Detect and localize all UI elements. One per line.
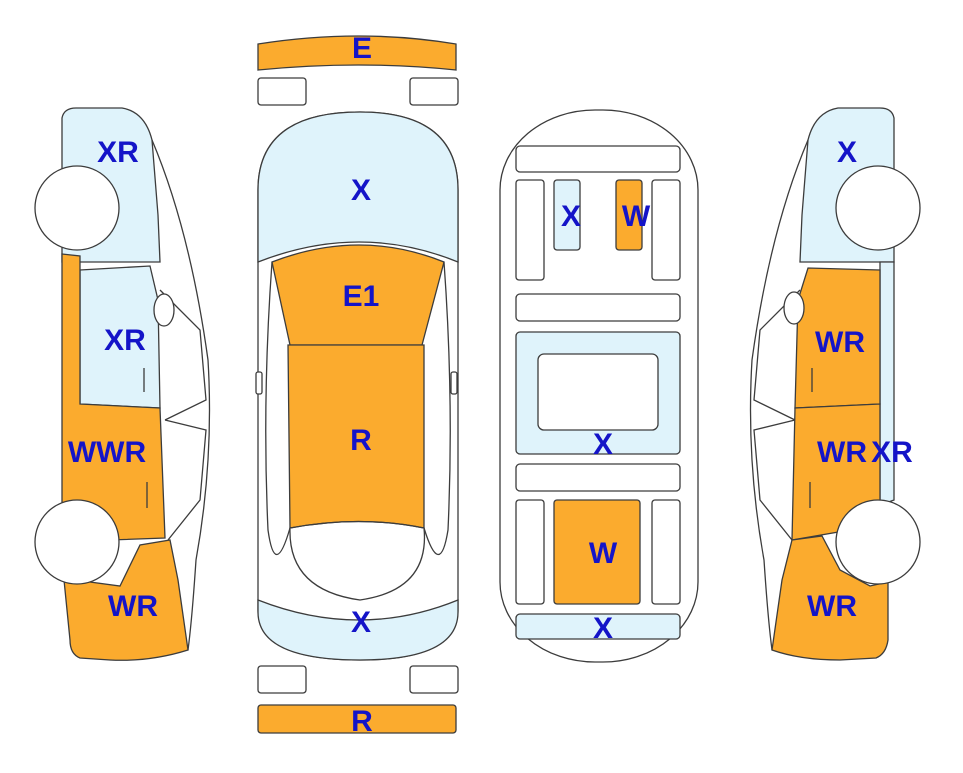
rear-window-outline — [289, 520, 426, 601]
label-cabin-left-pad: X — [561, 200, 581, 233]
cabin-right-pad[interactable] — [615, 179, 643, 251]
label-rear-bumper: R — [351, 705, 373, 738]
left-mirror — [153, 293, 175, 327]
label-left-front-door: XR — [104, 324, 146, 357]
cabin-left-pad[interactable] — [553, 179, 581, 251]
right-front-wheel — [835, 165, 921, 251]
label-right-rear-door: WR — [817, 436, 867, 469]
cabin-trunk-strip[interactable] — [515, 613, 681, 640]
cabin-console — [537, 353, 659, 431]
label-cabin-floor: X — [593, 428, 613, 461]
top-view: E X E1 R X R — [255, 32, 459, 738]
cabin-right-column — [651, 179, 681, 281]
label-left-fender: XR — [97, 136, 139, 169]
label-roof-front: E1 — [343, 280, 380, 313]
rear-bumper-panel[interactable] — [257, 704, 457, 734]
cabin-rear-left-column — [515, 499, 545, 605]
label-right-quarter: WR — [807, 590, 857, 623]
label-cabin-rear-pad: W — [589, 537, 618, 570]
label-right-fender: X — [837, 136, 857, 169]
left-front-wheel — [34, 165, 120, 251]
roof-front-panel[interactable] — [271, 244, 445, 346]
right-quarter-panel[interactable] — [771, 535, 889, 661]
right-side-view: X WR WR XR WR — [749, 107, 921, 661]
label-cabin-right-pad: W — [622, 200, 651, 233]
cabin-rear-bar — [515, 463, 681, 492]
cabin-dash — [515, 145, 681, 173]
cabin-left-column — [515, 179, 545, 281]
left-side-view: XR XR WWR WR — [34, 107, 211, 661]
right-window-line — [753, 289, 801, 421]
label-trunk: X — [351, 606, 371, 639]
right-front-door-panel[interactable] — [794, 267, 881, 409]
left-window-line-2 — [164, 419, 207, 541]
right-mirror — [783, 291, 805, 325]
headlight-left — [257, 77, 307, 106]
right-rear-wheel — [835, 499, 921, 585]
label-right-front-door: WR — [815, 326, 865, 359]
left-rear-wheel — [34, 499, 120, 585]
cabin-front-bar — [515, 293, 681, 322]
right-window-line-2 — [753, 419, 796, 541]
cabin-rear-right-column — [651, 499, 681, 605]
left-body-outline — [151, 139, 211, 651]
right-body-outline — [749, 139, 809, 651]
label-left-quarter: WR — [108, 590, 158, 623]
headlight-right — [409, 77, 459, 106]
top-side-line-right — [423, 261, 451, 555]
taillight-right — [409, 665, 459, 694]
label-right-rear-pillar: XR — [871, 436, 913, 469]
taillight-left — [257, 665, 307, 694]
cabin-rear-pad[interactable] — [553, 499, 641, 605]
label-roof-rear: R — [350, 424, 372, 457]
cabin-view: X W X W X — [499, 109, 699, 663]
top-mirror-left — [255, 371, 263, 395]
label-front-bumper: E — [352, 32, 372, 65]
label-left-rear-door: WWR — [68, 436, 147, 469]
left-quarter-panel[interactable] — [61, 539, 189, 661]
label-hood: X — [351, 174, 371, 207]
top-mirror-right — [450, 371, 458, 395]
hood-panel[interactable] — [257, 111, 459, 263]
top-side-line-left — [265, 261, 291, 555]
left-window-line — [159, 289, 207, 421]
label-cabin-trunk-strip: X — [593, 612, 613, 645]
front-bumper-panel[interactable] — [257, 35, 457, 71]
trunk-panel[interactable] — [257, 599, 459, 661]
